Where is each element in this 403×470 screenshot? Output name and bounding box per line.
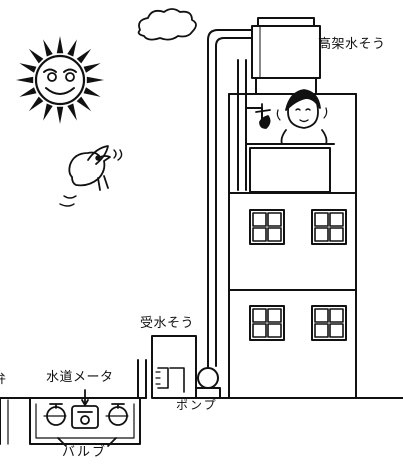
person-icon — [276, 89, 328, 145]
pump-icon — [195, 365, 221, 399]
sun-ray — [83, 63, 101, 73]
window — [249, 305, 285, 341]
valve-label: バルブ — [62, 445, 108, 460]
elevated-tank-label: 高架水そう — [318, 37, 386, 52]
sun-ray — [76, 96, 92, 112]
sun-ray — [76, 48, 92, 64]
sun-rays — [16, 36, 104, 124]
meter-pit — [0, 397, 141, 445]
pipes — [0, 29, 263, 399]
water-meter-icon — [71, 389, 99, 429]
bird-icon — [59, 145, 123, 207]
sun-ray — [56, 106, 64, 124]
windows — [249, 209, 347, 341]
window — [249, 209, 285, 245]
water-meter-label: 水道メータ — [46, 370, 114, 385]
sun-ray — [67, 39, 77, 57]
sun-ray — [16, 76, 34, 84]
receiving-tank-label: 受水そう — [140, 316, 195, 331]
cloud-icon — [137, 8, 197, 41]
sun-ray — [86, 76, 104, 84]
sun-ray — [28, 48, 44, 64]
sun-icon — [16, 36, 104, 124]
sun-ray — [19, 87, 37, 97]
sun-ray — [28, 96, 44, 112]
faucet-icon — [255, 103, 271, 129]
elevated-tank — [251, 17, 321, 95]
window — [311, 209, 347, 245]
sun-ray — [83, 87, 101, 97]
sun-ray — [56, 36, 64, 54]
pump-label: ポンプ — [176, 398, 218, 412]
window — [311, 305, 347, 341]
bathtub — [245, 143, 335, 193]
valve-icon — [43, 403, 129, 447]
receiving-tank — [151, 335, 197, 399]
sun-ray — [67, 103, 77, 121]
sun-ray — [43, 39, 53, 57]
sun-ray — [19, 63, 37, 73]
left-clipped-label: 弁 — [0, 373, 7, 386]
sun-ray — [43, 103, 53, 121]
